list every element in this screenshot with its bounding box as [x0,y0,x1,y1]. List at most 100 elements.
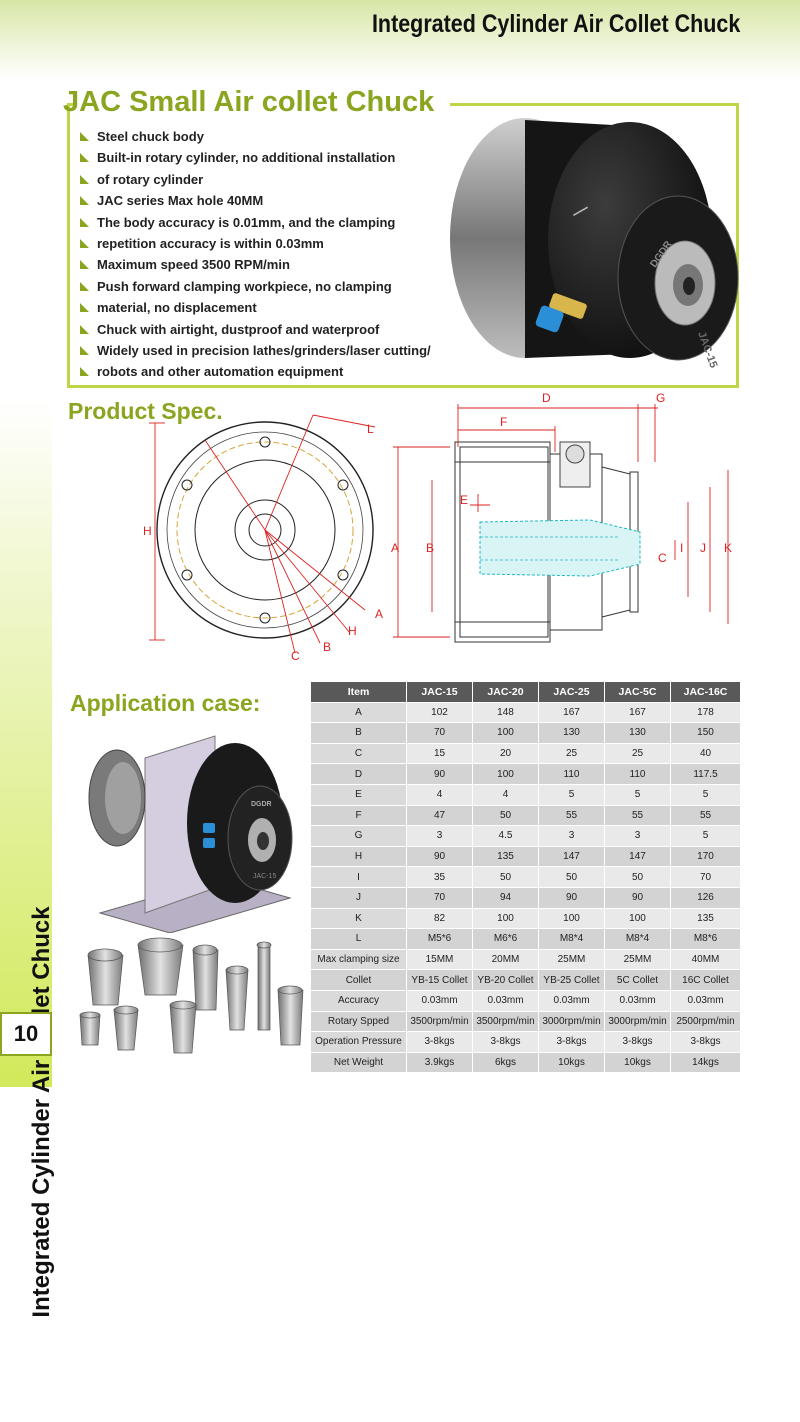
table-cell: 3 [538,825,605,847]
top-banner [0,0,800,80]
table-cell: 3-8kgs [670,1031,741,1053]
table-cell: 40 [670,742,741,765]
table-cell: Accuracy [310,989,407,1012]
front-label-B: B [323,640,331,654]
table-cell: L [310,928,407,950]
app-photo-brand: DGDR [251,801,272,808]
feature-item: Chuck with airtight, dustproof and water… [80,319,440,340]
table-cell: 3.9kgs [406,1051,473,1074]
feature-item: Steel chuck body [80,126,440,147]
table-cell: M8*6 [670,928,741,950]
front-label-C: C [291,649,300,663]
table-cell: E [310,783,407,806]
table-cell: 10kgs [538,1051,605,1074]
table-cell: 102 [406,701,473,724]
table-cell: 5 [670,825,741,847]
table-cell: Collet [310,969,407,991]
table-cell: 117.5 [670,763,741,785]
feature-item: JAC series Max hole 40MM [80,190,440,211]
feature-item: The body accuracy is 0.01mm, and the cla… [80,212,440,233]
table-cell: A [310,701,407,724]
table-cell: 130 [604,722,671,744]
table-cell: 100 [472,763,539,785]
table-cell: 50 [538,866,605,888]
table-cell: 3-8kgs [472,1031,539,1053]
side-label-E: E [460,493,468,507]
application-heading: Application case: [70,690,261,716]
table-cell: 15MM [406,948,473,971]
table-cell: 5 [538,783,605,806]
table-cell: 25MM [538,948,605,971]
table-cell: 50 [604,866,671,888]
table-cell: 3 [604,825,671,847]
table-cell: 5 [670,783,741,806]
table-cell: 82 [406,907,473,930]
feature-item: material, no displacement [80,297,440,318]
table-cell: 135 [472,845,539,868]
table-cell: 35 [406,866,473,888]
table-cell: 150 [670,722,741,744]
table-cell: YB-20 Collet [472,969,539,991]
table-cell: 135 [670,907,741,930]
table-cell: 25 [538,742,605,765]
spec-table: Item JAC-15 JAC-20 JAC-25 JAC-5C JAC-16C… [310,681,741,1074]
table-cell: 110 [538,763,605,785]
table-cell: 70 [670,866,741,888]
table-cell: K [310,907,407,930]
table-cell: 50 [472,866,539,888]
table-cell: J [310,886,407,909]
table-cell: 0.03mm [406,989,473,1012]
side-view-drawing: D G F E A B C I J K [391,392,732,643]
feature-item: robots and other automation equipment [80,361,440,382]
table-cell: Rotary Spped [310,1010,407,1033]
feature-item: Maximum speed 3500 RPM/min [80,254,440,275]
table-cell: 0.03mm [538,989,605,1012]
feature-item: repetition accuracy is within 0.03mm [80,233,440,254]
table-cell: 3000rpm/min [604,1010,671,1033]
table-cell: 20 [472,742,539,765]
table-cell: 147 [604,845,671,868]
table-cell: M8*4 [604,928,671,950]
application-photo: DGDR JAC-15 [88,735,293,933]
side-label-I: I [680,541,683,555]
front-view-drawing: L H A H B C [143,414,383,663]
table-cell: Net Weight [310,1051,407,1074]
table-cell: 100 [538,907,605,930]
table-cell: 10kgs [604,1051,671,1074]
front-label-H: H [143,524,152,538]
table-cell: 55 [604,804,671,827]
table-cell: 6kgs [472,1051,539,1074]
table-header-cell: JAC-20 [472,681,539,703]
front-label-H-radial: H [348,624,357,638]
table-cell: 70 [406,886,473,909]
table-cell: YB-15 Collet [406,969,473,991]
side-label-G: G [656,392,665,405]
table-cell: 167 [538,701,605,724]
table-cell: 25 [604,742,671,765]
table-cell: 100 [604,907,671,930]
table-cell: M8*4 [538,928,605,950]
table-cell: 15 [406,742,473,765]
side-label-D: D [542,392,551,405]
table-cell: 4 [472,783,539,806]
table-cell: 4.5 [472,825,539,847]
page-number: 10 [0,1012,52,1056]
table-cell: M6*6 [472,928,539,950]
front-label-L: L [367,422,374,436]
table-cell: 3500rpm/min [472,1010,539,1033]
feature-list: Steel chuck body Built-in rotary cylinde… [80,126,440,383]
feature-box-top-line-left [67,103,77,106]
table-header-cell: JAC-25 [538,681,605,703]
